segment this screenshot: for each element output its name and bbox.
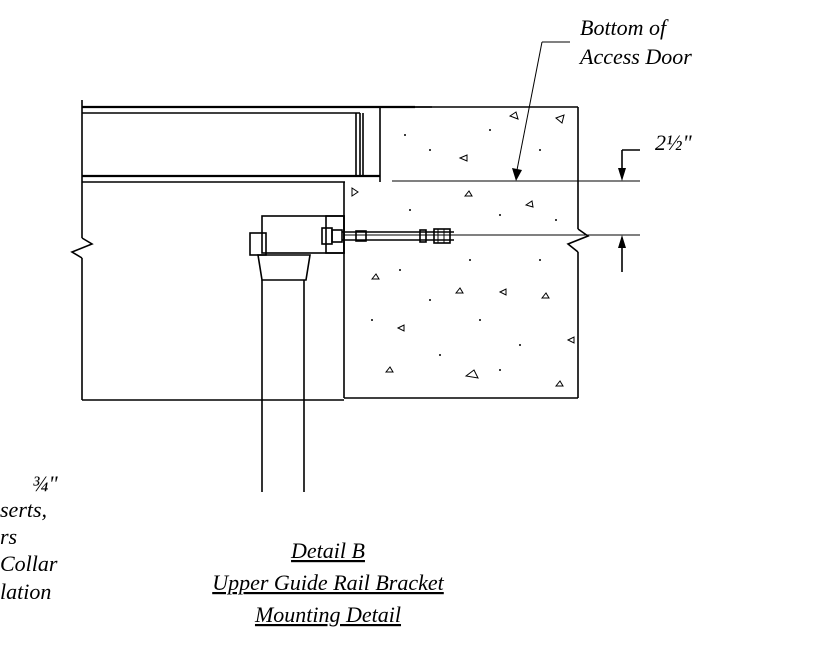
left-note-line1: ¾" xyxy=(32,471,59,496)
title-line3: Mounting Detail xyxy=(254,602,401,627)
door-label-line2: Access Door xyxy=(578,44,692,69)
left-note-line5: lation xyxy=(0,579,51,604)
left-note-line2: serts, xyxy=(0,497,47,522)
left-note-line3: rs xyxy=(0,524,17,549)
door-label-line1: Bottom of xyxy=(580,15,669,40)
dimension-2-half: 2½" xyxy=(618,130,693,272)
anchor-bolt xyxy=(321,227,640,245)
left-wall xyxy=(70,100,344,401)
left-note-line4: Collar xyxy=(0,551,58,576)
dimension-label: 2½" xyxy=(655,130,693,155)
detail-title: Detail B Upper Guide Rail Bracket Mounti… xyxy=(212,538,444,627)
concrete-aggregate xyxy=(351,111,575,387)
title-line1: Detail B xyxy=(290,538,365,563)
door-leader: Bottom of Access Door xyxy=(512,15,692,181)
concrete-wall xyxy=(343,106,590,399)
door-threshold xyxy=(82,105,432,183)
left-note: ¾" serts, rs Collar lation xyxy=(0,471,59,604)
title-line2: Upper Guide Rail Bracket xyxy=(212,570,444,595)
bracket-assembly xyxy=(249,215,345,492)
